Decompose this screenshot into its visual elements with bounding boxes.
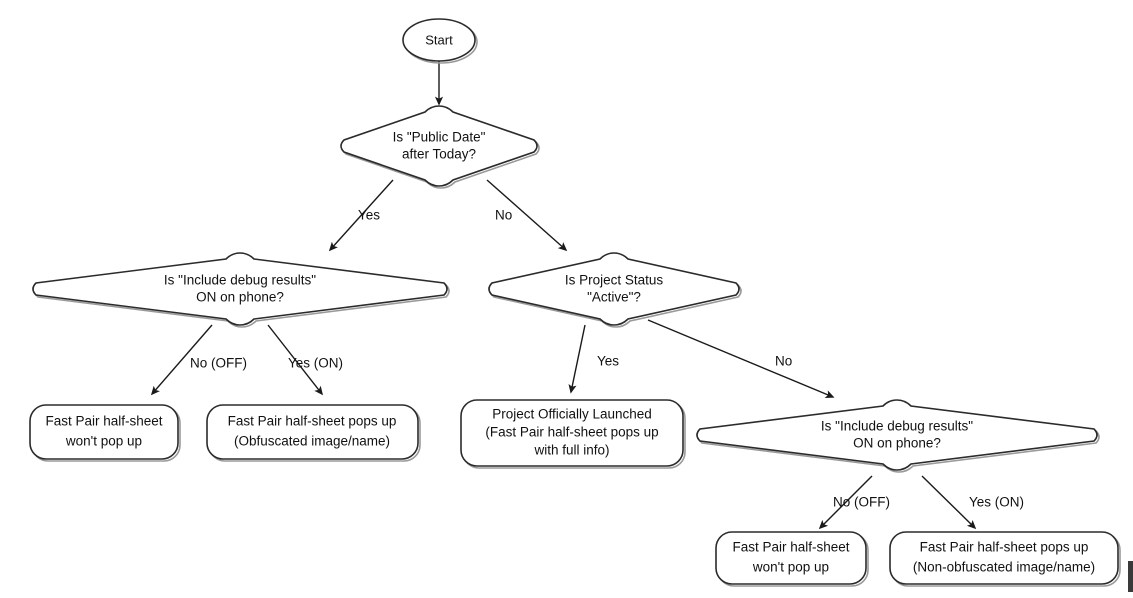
public-date-line1: Is "Public Date" [393, 130, 486, 145]
debug-left-line1: Is "Include debug results" [164, 273, 316, 288]
edge-public-date-yes [328, 179, 394, 252]
project-status-line1: Is Project Status [565, 273, 664, 288]
edge-label-debug-right-no: No (OFF) [833, 495, 890, 510]
project-status-line2: "Active"? [587, 290, 641, 305]
result-left-yes-box [206, 404, 419, 460]
result-right-yes-box [889, 531, 1119, 585]
edge-label-public-date-yes: Yes [358, 208, 380, 223]
edge-debug-right-no [818, 475, 873, 530]
result-left-no-line1: Fast Pair half-sheet [45, 414, 162, 429]
debug-right-line2: ON on phone? [853, 436, 941, 451]
result-launched-box [460, 399, 684, 467]
result-right-no-line2: won't pop up [752, 560, 829, 575]
edge-label-debug-left-yes: Yes (ON) [288, 356, 343, 371]
edge-label-public-date-no: No [495, 208, 512, 223]
node-decision-public-date[interactable]: Is "Public Date" after Today? [340, 105, 540, 189]
edge-debug-left-yes [267, 324, 324, 396]
edge-labels: Yes No No (OFF) Yes (ON) Yes No No (OFF)… [190, 208, 1024, 510]
debug-left-line2: ON on phone? [196, 290, 284, 305]
edge-label-project-status-no: No [775, 354, 792, 369]
result-right-yes-line1: Fast Pair half-sheet pops up [920, 540, 1089, 555]
edge-label-project-status-yes: Yes [597, 354, 619, 369]
edge-debug-right-yes [921, 475, 977, 530]
node-decision-debug-right[interactable]: Is "Include debug results" ON on phone? [696, 399, 1100, 473]
edge-debug-left-no [150, 324, 213, 396]
debug-right-diamond [696, 399, 1098, 471]
edges [150, 61, 977, 530]
result-right-no-line1: Fast Pair half-sheet [732, 540, 849, 555]
project-status-diamond [488, 252, 740, 326]
node-decision-project-status[interactable]: Is Project Status "Active"? [488, 252, 742, 328]
result-left-no-line2: won't pop up [65, 434, 142, 449]
start-ellipse [402, 18, 476, 62]
node-result-right-yes[interactable]: Fast Pair half-sheet pops up (Non-obfusc… [889, 531, 1121, 587]
edge-project-status-yes [568, 324, 586, 394]
edge-project-status-no [647, 319, 835, 398]
node-result-left-yes[interactable]: Fast Pair half-sheet pops up (Obfuscated… [206, 404, 421, 462]
result-left-yes-line2: (Obfuscated image/name) [234, 434, 390, 449]
node-result-left-no[interactable]: Fast Pair half-sheet won't pop up [29, 404, 181, 462]
result-left-yes-line1: Fast Pair half-sheet pops up [228, 414, 397, 429]
result-launched-line1: Project Officially Launched [492, 407, 652, 422]
node-start[interactable]: Start [402, 18, 478, 64]
debug-left-diamond [32, 252, 448, 326]
result-left-no-box [29, 404, 179, 460]
node-decision-debug-left[interactable]: Is "Include debug results" ON on phone? [32, 252, 450, 328]
node-result-launched[interactable]: Project Officially Launched (Fast Pair h… [460, 399, 686, 469]
result-right-yes-line2: (Non-obfuscated image/name) [913, 560, 1095, 575]
edge-label-debug-right-yes: Yes (ON) [969, 495, 1024, 510]
result-launched-line2: (Fast Pair half-sheet pops up [485, 425, 658, 440]
right-edge-artifact [1128, 561, 1133, 592]
result-right-no-box [715, 531, 867, 585]
public-date-line2: after Today? [402, 147, 476, 162]
edge-label-debug-left-no: No (OFF) [190, 356, 247, 371]
result-launched-line3: with full info) [533, 443, 609, 458]
public-date-diamond [340, 105, 538, 187]
edge-public-date-no [486, 179, 568, 252]
start-label: Start [425, 32, 453, 47]
debug-right-line1: Is "Include debug results" [821, 419, 973, 434]
node-result-right-no[interactable]: Fast Pair half-sheet won't pop up [715, 531, 869, 587]
